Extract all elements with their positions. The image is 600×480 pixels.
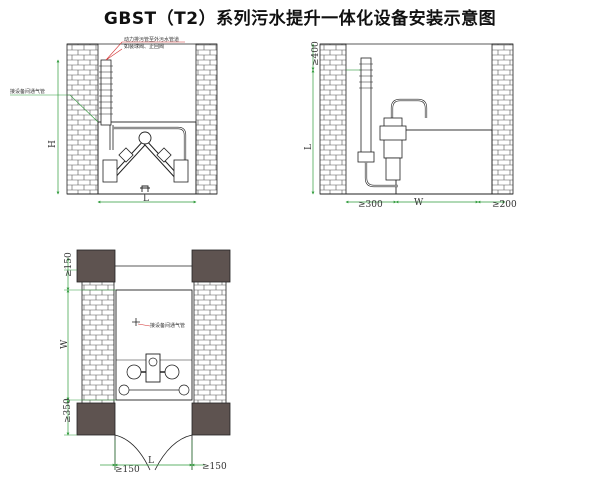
plan-tank [115, 289, 193, 401]
side-bottom-bend-inner [365, 162, 398, 187]
front-length-label: L [143, 194, 149, 204]
side-discharge-flanges [359, 63, 373, 89]
front-note-leader [105, 41, 185, 61]
plan-pillar-top-right [191, 249, 231, 283]
side-view: ≥400 L ≥300 W ≥200 [304, 41, 517, 210]
front-left-wall [66, 43, 99, 195]
side-tank [395, 129, 493, 195]
front-left-riser [109, 125, 114, 150]
plan-bottom-dim-label: ≥350 [63, 398, 73, 423]
front-tank [97, 121, 197, 195]
front-note-vent: 接设备间通气管 [10, 88, 45, 95]
plan-right-bottom-label: ≥150 [202, 462, 227, 472]
side-right-wall [491, 43, 514, 195]
front-inlet-fitting [140, 185, 150, 192]
front-left-pump [102, 159, 118, 183]
front-top-header-inner [113, 127, 186, 160]
side-left-wall [319, 43, 347, 195]
plan-top-dim-label: ≥150 [64, 252, 74, 277]
front-junction-valve [138, 131, 152, 145]
front-view: 动力排污管至外污水管道 如装球阀、止回阀 接设备间通气管 H L [10, 36, 218, 204]
side-top-loop-inner [391, 99, 427, 125]
front-note-valves: 如装球阀、止回阀 [124, 43, 164, 50]
front-right-valve [156, 147, 172, 163]
side-width-label: W [414, 198, 424, 208]
front-right-pump [173, 159, 189, 183]
front-note-discharge: 动力排污管至外污水管道 [124, 36, 179, 43]
plan-dim-ref-top [64, 269, 116, 291]
plan-pillar-bottom-right [191, 402, 231, 436]
plan-note-vent: 接设备间通气管 [150, 322, 185, 329]
side-discharge-pipe [360, 57, 372, 159]
front-vent-leader [10, 94, 99, 123]
plan-dim-ref-bottom [64, 399, 116, 436]
plan-pillar-bottom-left [76, 402, 116, 436]
front-left-valve [118, 147, 134, 163]
plan-left-bottom-label: ≥150 [115, 465, 140, 475]
side-top-dim-label: ≥400 [311, 41, 321, 66]
front-discharge-flanges [99, 65, 113, 115]
plan-vent-marker [132, 318, 140, 326]
plan-width-label: W [60, 339, 70, 349]
side-lower-valve [357, 151, 375, 163]
side-left-dim-label: ≥300 [358, 200, 383, 210]
side-pump-base [385, 157, 401, 181]
diagram-title: GBST（T2）系列污水提升一体化设备安装示意图 [103, 9, 497, 29]
side-right-dim-label: ≥200 [492, 200, 517, 210]
plan-right-wall [193, 279, 227, 406]
plan-manifold-valve [148, 357, 158, 367]
plan-pillar-top-left [76, 249, 116, 283]
plan-vent-leader [137, 323, 151, 327]
front-discharge-pipe [100, 59, 112, 126]
side-pump-motor [379, 125, 407, 141]
plan-inlet-left [118, 384, 130, 396]
plan-length-label: L [148, 456, 154, 466]
plan-inlet-right [178, 384, 190, 396]
front-height-label: H [48, 140, 58, 148]
plan-view: 接设备间通气管 ≥150 W ≥350 ≥150 L ≥150 [60, 249, 231, 475]
plan-left-pump [126, 364, 142, 380]
side-height-label: L [304, 144, 314, 150]
plan-right-pump [164, 364, 180, 380]
plan-left-wall [81, 279, 115, 406]
front-right-wall [195, 43, 218, 195]
